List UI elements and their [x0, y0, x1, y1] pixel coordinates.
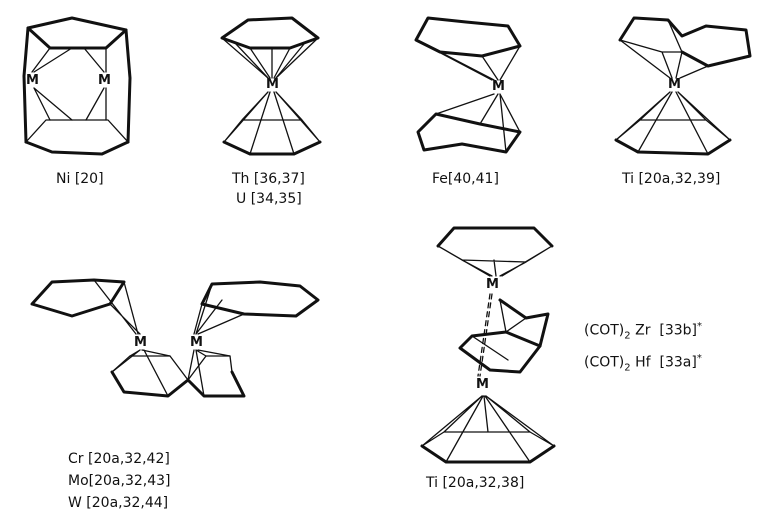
caption-w: W [20a,32,44] — [68, 495, 169, 511]
caption-ti-2: Ti [20a,32,38] — [426, 475, 525, 491]
caption-fe: Fe[40,41] — [432, 171, 499, 187]
caption-mo: Mo[20a,32,43] — [68, 473, 171, 489]
ti-structure-2 — [420, 226, 556, 464]
metal-atom-label: M — [492, 79, 505, 94]
metal-atom-label: M — [190, 335, 203, 350]
cr-mo-w-structure — [30, 278, 320, 398]
caption-u: U [34,35] — [236, 191, 302, 207]
ni-dimer-structure — [22, 16, 132, 156]
metal-atom-label: M — [486, 277, 499, 292]
metal-atom-label: M — [26, 73, 39, 88]
caption-ni: Ni [20] — [56, 171, 104, 187]
metal-atom-label: M — [98, 73, 111, 88]
caption-th: Th [36,37] — [232, 171, 305, 187]
metal-atom-label: M — [266, 77, 279, 92]
side-note-hf: (COT)2 Hf [33a]* — [584, 353, 702, 374]
caption-cr: Cr [20a,32,42] — [68, 451, 170, 467]
fe-structure — [414, 16, 522, 154]
th-u-sandwich-structure — [220, 16, 322, 156]
metal-atom-label: M — [668, 77, 681, 92]
caption-ti-1: Ti [20a,32,39] — [622, 171, 721, 187]
metal-atom-label: M — [476, 377, 489, 392]
ti-structure-1 — [614, 16, 752, 156]
metal-atom-label: M — [134, 335, 147, 350]
side-note-zr: (COT)2 Zr [33b]* — [584, 321, 702, 342]
